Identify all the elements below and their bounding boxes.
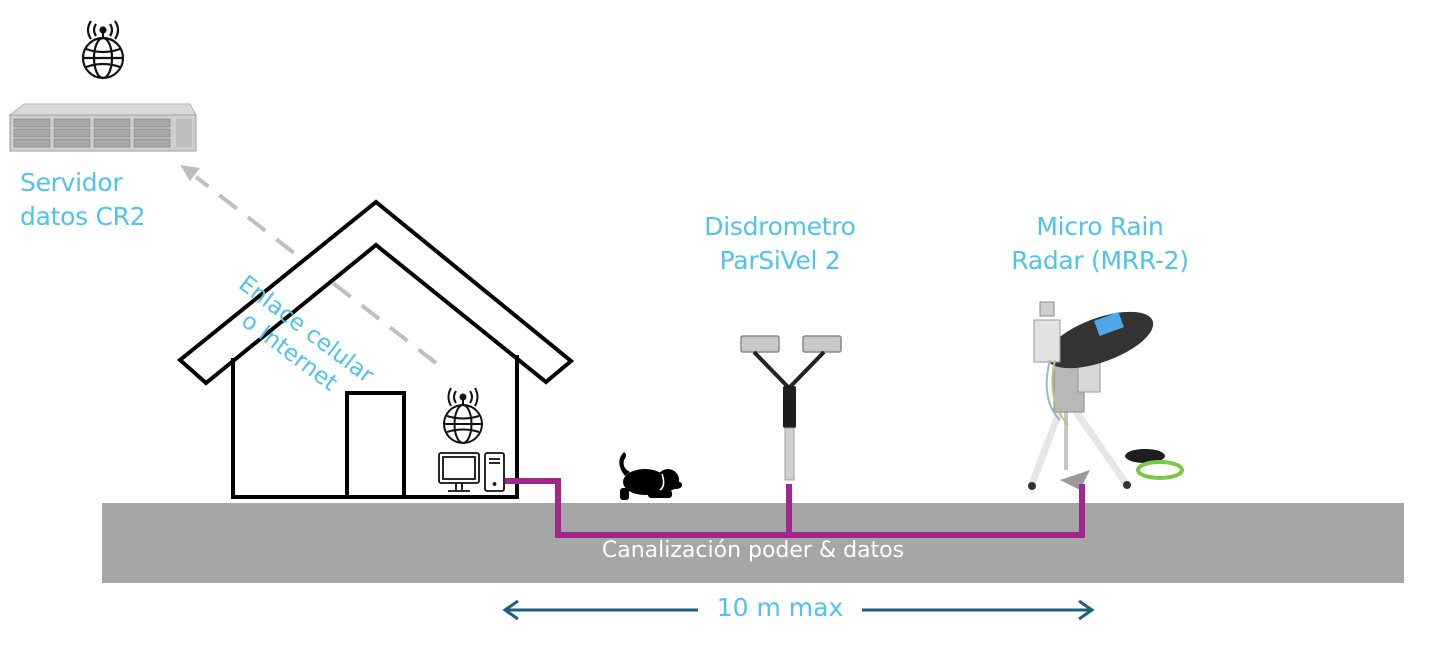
disdrometer-label-line2: ParSiVel 2 [719, 246, 841, 275]
micro-rain-radar-device [1028, 301, 1184, 490]
dog-icon [619, 452, 682, 500]
desktop-computer-icon [438, 452, 480, 492]
server-label: Servidor datos CR2 [20, 166, 146, 234]
server-rack [8, 103, 197, 152]
pc-tower-icon [484, 452, 505, 492]
disdrometer-device [740, 335, 842, 481]
disdrometer-label-line1: Disdrometro [704, 212, 856, 241]
distance-arrow-left [502, 599, 698, 621]
distance-label: 10 m max [716, 593, 844, 622]
radar-label-line1: Micro Rain [1036, 212, 1164, 241]
disdrometer-label: Disdrometro ParSiVel 2 [680, 210, 880, 278]
globe-antenna-icon [81, 20, 125, 80]
globe-antenna-icon [443, 387, 483, 444]
distance-arrow-right [862, 599, 1095, 621]
ground-label: Canalización poder & datos [601, 538, 905, 563]
server-label-line1: Servidor [20, 168, 123, 197]
power-data-cable [505, 478, 1085, 538]
house [176, 199, 575, 499]
radar-label-line2: Radar (MRR-2) [1011, 246, 1189, 275]
server-label-line2: datos CR2 [20, 202, 146, 231]
radar-label: Micro Rain Radar (MRR-2) [995, 210, 1205, 278]
ground-conduit [102, 503, 1404, 583]
